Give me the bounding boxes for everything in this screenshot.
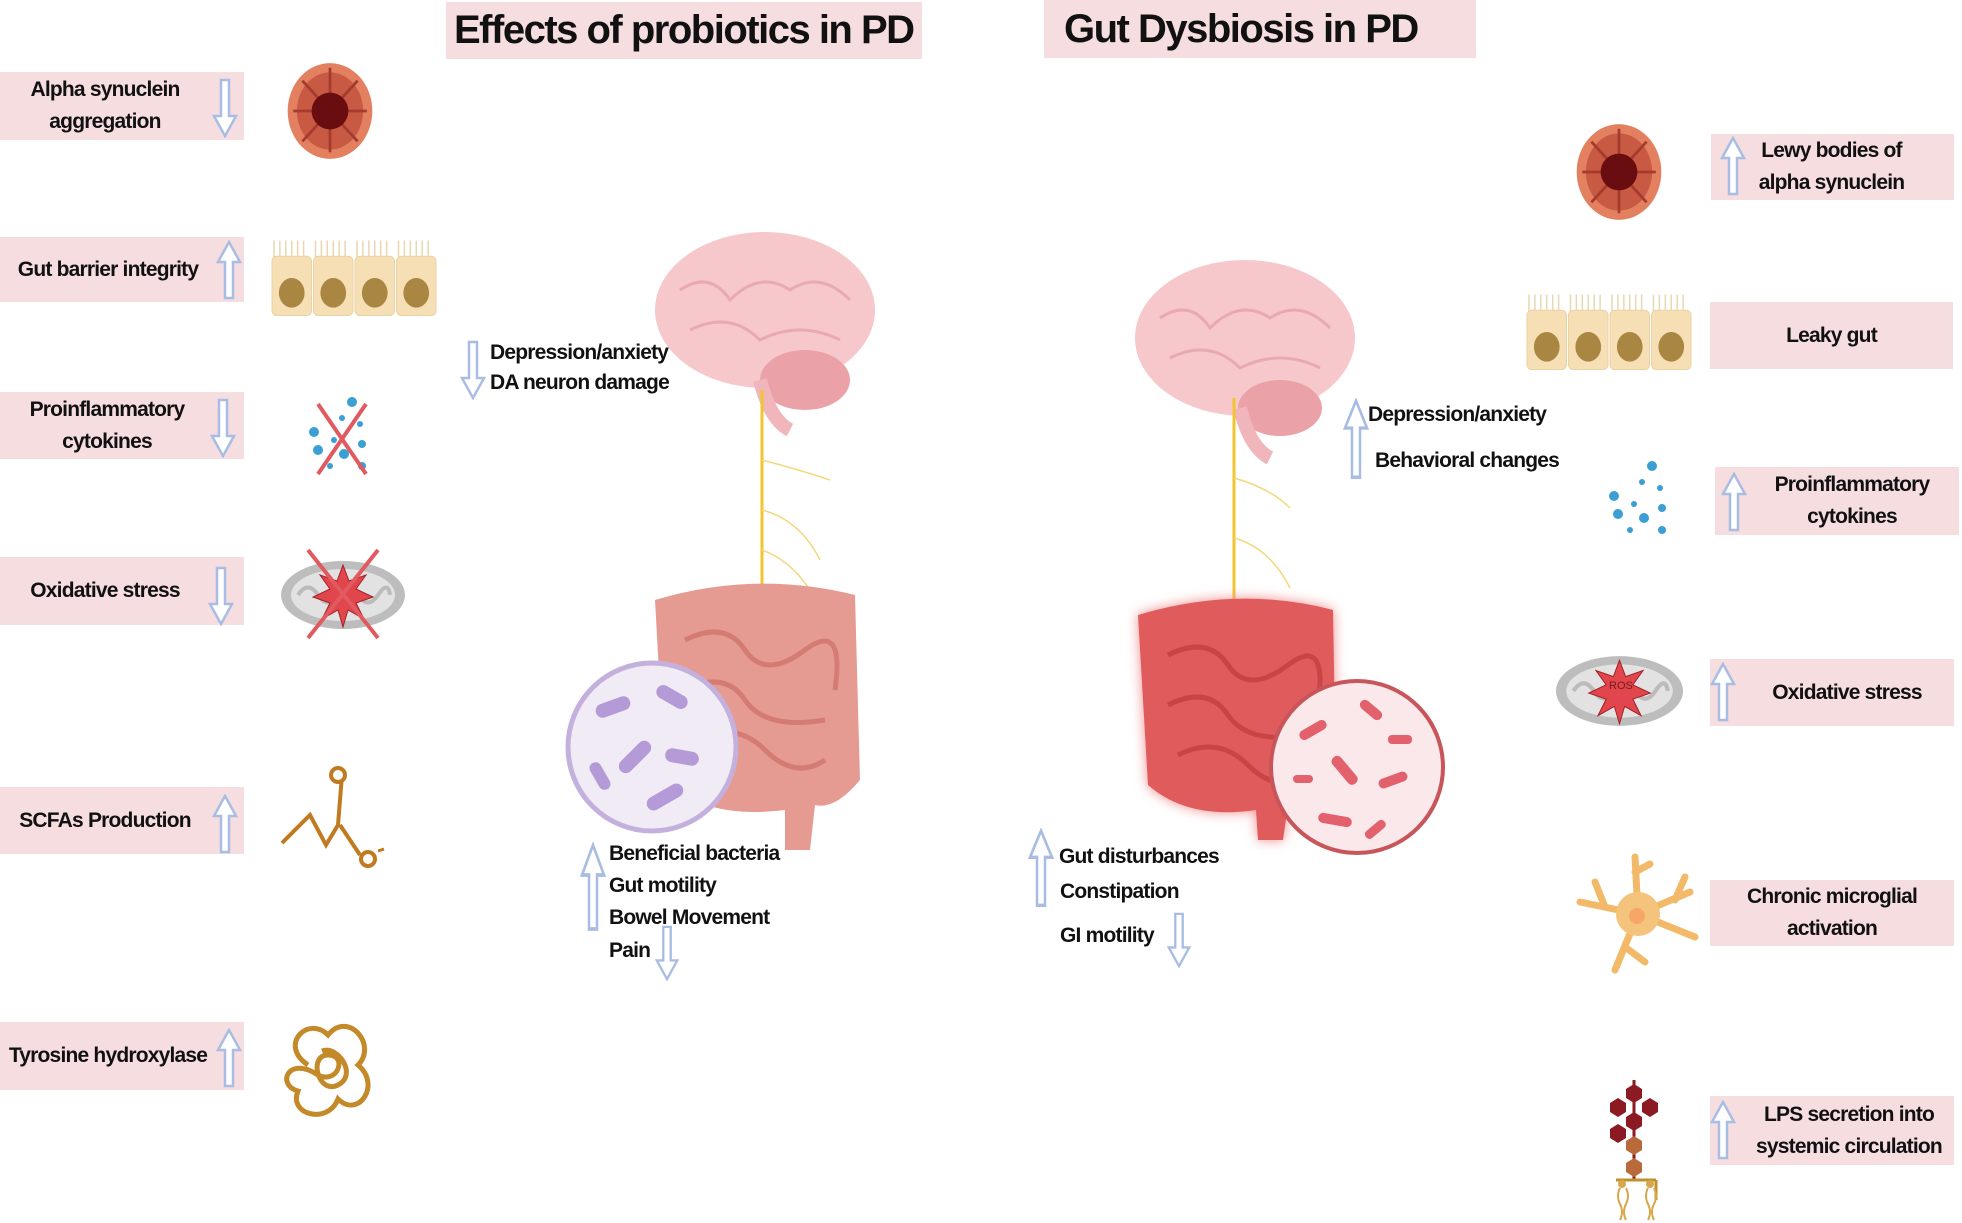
right-item-label: Leaky gut xyxy=(1786,323,1878,347)
arrow-up-icon xyxy=(1343,398,1369,480)
gut-epithelium-icon xyxy=(1525,288,1693,376)
probiotics-gut-effect-up: Gut motility xyxy=(609,874,717,897)
brain-illustration xyxy=(1135,260,1355,618)
dysbiosis-gut-effect-up: Constipation xyxy=(1060,880,1180,903)
probiotics-gut-effect-up: Bowel Movement xyxy=(609,906,770,929)
left-item-scfa: SCFAs Production xyxy=(0,787,244,854)
arrow-up-icon xyxy=(1710,662,1736,722)
probiotics-title: Effects of probiotics in PD xyxy=(446,2,922,59)
dysbiosis-gut-effect-down: GI motility xyxy=(1060,924,1155,947)
probiotics-brain-effect: Depression/anxiety xyxy=(490,341,669,364)
lewy-body-icon xyxy=(284,56,376,166)
scfa-molecule-icon xyxy=(280,766,385,868)
right-item-proinflammatory: Proinflammatory cytokines xyxy=(1715,467,1959,535)
right-item-label: Proinflammatory cytokines xyxy=(1774,473,1931,528)
left-item-tyrosine-hydroxylase: Tyrosine hydroxylase xyxy=(0,1022,244,1090)
left-item-label: SCFAs Production xyxy=(19,808,191,832)
left-item-alpha-synuclein: Alpha synuclein aggregation xyxy=(0,72,244,140)
arrow-down-icon xyxy=(210,398,236,458)
gut-epithelium-icon xyxy=(270,238,438,318)
arrow-up-icon xyxy=(580,842,606,932)
dysbiosis-brain-effect: Behavioral changes xyxy=(1375,449,1560,472)
left-item-label: Alpha synuclein aggregation xyxy=(30,78,180,133)
crossed-mitochondrion-icon xyxy=(278,548,408,640)
left-item-proinflammatory: Proinflammatory cytokines xyxy=(0,392,244,459)
crossed-cytokines-icon xyxy=(304,396,368,476)
arrow-down-icon xyxy=(212,78,238,138)
right-item-lewy-bodies: Lewy bodies of alpha synuclein xyxy=(1711,134,1954,200)
left-item-label: Tyrosine hydroxylase xyxy=(8,1044,208,1067)
arrow-up-icon xyxy=(216,1028,242,1088)
arrow-up-icon xyxy=(1710,1100,1736,1160)
lewy-body-icon xyxy=(1573,116,1665,228)
dysbiosis-brain-effect: Depression/anxiety xyxy=(1368,403,1547,426)
harmful-bacteria-magnifier xyxy=(1269,679,1445,855)
probiotics-gut-effect-up: Beneficial bacteria xyxy=(609,842,780,865)
microglia-icon xyxy=(1576,853,1699,974)
right-item-label: Lewy bodies of alpha synuclein xyxy=(1758,139,1905,194)
arrow-up-icon xyxy=(212,794,238,854)
arrow-down-icon xyxy=(208,566,234,626)
left-item-oxidative-stress: Oxidative stress xyxy=(0,557,244,625)
cytokines-icon xyxy=(1604,460,1674,540)
arrow-down-icon xyxy=(460,340,486,400)
right-item-leaky-gut: Leaky gut xyxy=(1710,302,1953,369)
arrow-up-icon xyxy=(1028,828,1054,908)
left-item-label: Oxidative stress xyxy=(30,579,180,602)
left-item-label: Gut barrier integrity xyxy=(17,257,199,281)
left-item-label: Proinflammatory cytokines xyxy=(29,397,186,453)
protein-icon xyxy=(284,1023,371,1117)
right-item-label: Oxidative stress xyxy=(1772,680,1922,704)
left-item-gut-barrier: Gut barrier integrity xyxy=(0,237,244,302)
right-item-oxidative-stress: Oxidative stress xyxy=(1710,659,1954,726)
arrow-down-icon xyxy=(654,925,680,981)
brain-illustration xyxy=(655,232,875,600)
probiotics-brain-effect: DA neuron damage xyxy=(490,371,670,394)
arrow-up-icon xyxy=(216,240,242,300)
arrow-up-icon xyxy=(1720,136,1746,196)
right-item-label: LPS secretion into systemic circulation xyxy=(1756,1102,1943,1158)
dysbiosis-title: Gut Dysbiosis in PD xyxy=(1044,0,1476,58)
right-item-label: Chronic microglial activation xyxy=(1747,885,1918,940)
lps-icon xyxy=(1610,1080,1658,1221)
arrow-up-icon xyxy=(1721,472,1747,532)
dysbiosis-gut-effect-up: Gut disturbances xyxy=(1059,845,1220,868)
probiotics-gut-effect-down: Pain xyxy=(609,939,651,962)
beneficial-bacteria-magnifier xyxy=(565,660,739,834)
right-item-lps-secretion: LPS secretion into systemic circulation xyxy=(1710,1096,1954,1165)
arrow-down-icon xyxy=(1166,912,1192,968)
right-item-microglial-activation: Chronic microglial activation xyxy=(1710,880,1954,946)
ros-label: ROS xyxy=(1609,680,1633,692)
